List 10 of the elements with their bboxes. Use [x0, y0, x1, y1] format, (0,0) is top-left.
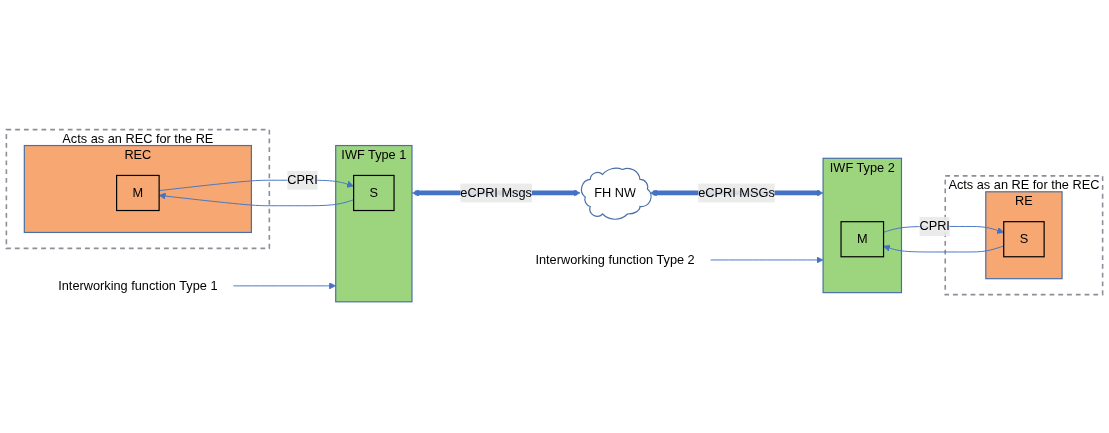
node-box: M: [116, 174, 160, 212]
node-box: S: [1003, 221, 1045, 258]
node-box: M: [840, 221, 885, 258]
node-text: Interworking function Type 2: [535, 252, 695, 267]
edge-label: eCPRI MSGs: [698, 185, 775, 200]
node-box: S: [353, 174, 395, 212]
edge-label: CPRI: [287, 173, 318, 187]
edge-label: eCPRI Msgs: [460, 185, 532, 200]
edge-label: CPRI: [919, 219, 950, 233]
node-text: Interworking function Type 1: [58, 278, 218, 293]
